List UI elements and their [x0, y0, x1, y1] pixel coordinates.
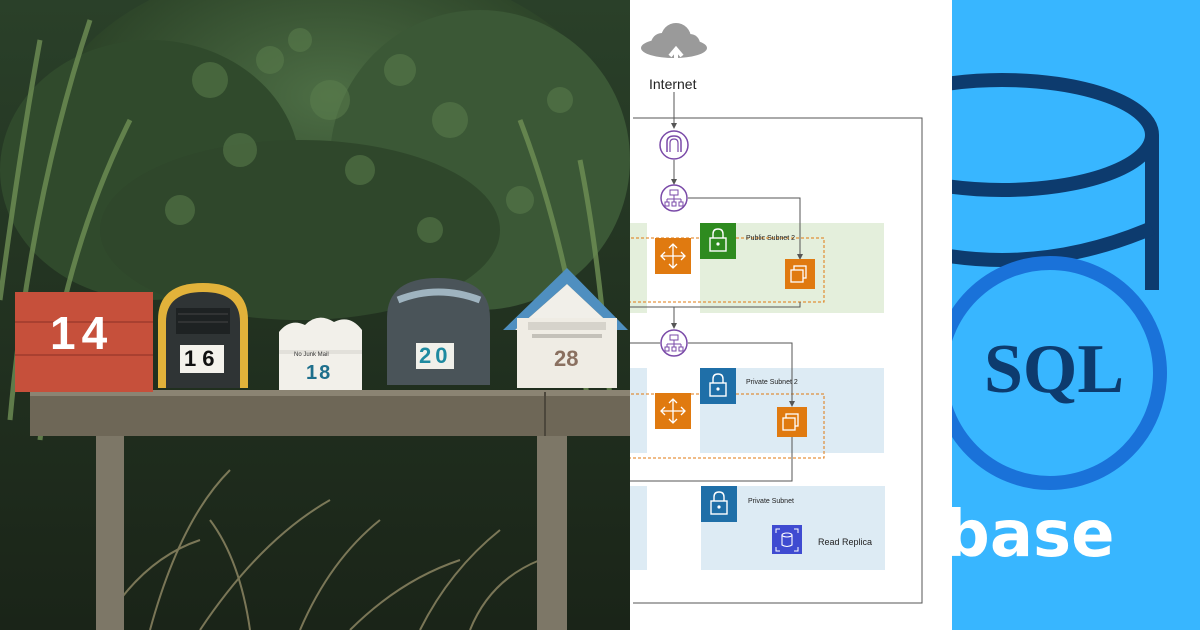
private-subnet-2-label: Private Subnet 2	[746, 379, 798, 386]
private-subnet-lock-icon	[701, 486, 737, 522]
mailbox-photo-illustration	[0, 0, 630, 630]
mailbox-number-20: 20	[416, 343, 455, 369]
mailbox-photo: 14 16 No Junk Mail 18 20 28	[0, 0, 630, 630]
sql-database-graphic: SQL base	[952, 0, 1200, 630]
public-subnet-lock-icon	[700, 223, 736, 259]
load-balancer-icon	[660, 184, 688, 212]
auto-scaling-icon	[655, 393, 691, 429]
ec2-instance-icon	[785, 259, 815, 289]
mailbox-number-16: 16	[180, 345, 225, 373]
public-subnet-label: Public Subnet 2	[746, 235, 796, 242]
mailbox-number-28: 28	[554, 346, 579, 371]
partial-title-text: base	[952, 498, 1115, 572]
mailbox-sign: No Junk Mail	[294, 352, 329, 358]
architecture-diagram: Internet Public Subnet 2 Private Subnet …	[630, 0, 952, 630]
read-replica-label: Read Replica	[818, 537, 873, 547]
mailbox-number-14: 14	[50, 307, 114, 359]
private-subnet-lock-icon	[700, 368, 736, 404]
database-cylinder-icon	[952, 73, 1167, 490]
read-replica-database-icon	[772, 525, 802, 554]
load-balancer-icon	[660, 329, 688, 357]
diagram-lines	[630, 23, 923, 604]
internet-label: Internet	[649, 76, 697, 92]
private-subnet-label: Private Subnet	[748, 498, 794, 505]
internet-cloud-icon	[641, 23, 707, 68]
internet-gateway-icon	[659, 130, 689, 160]
mailbox-number-18: 18	[306, 362, 333, 384]
sql-label: SQL	[984, 331, 1125, 408]
auto-scaling-icon	[655, 238, 691, 274]
ec2-instance-icon	[777, 407, 807, 437]
